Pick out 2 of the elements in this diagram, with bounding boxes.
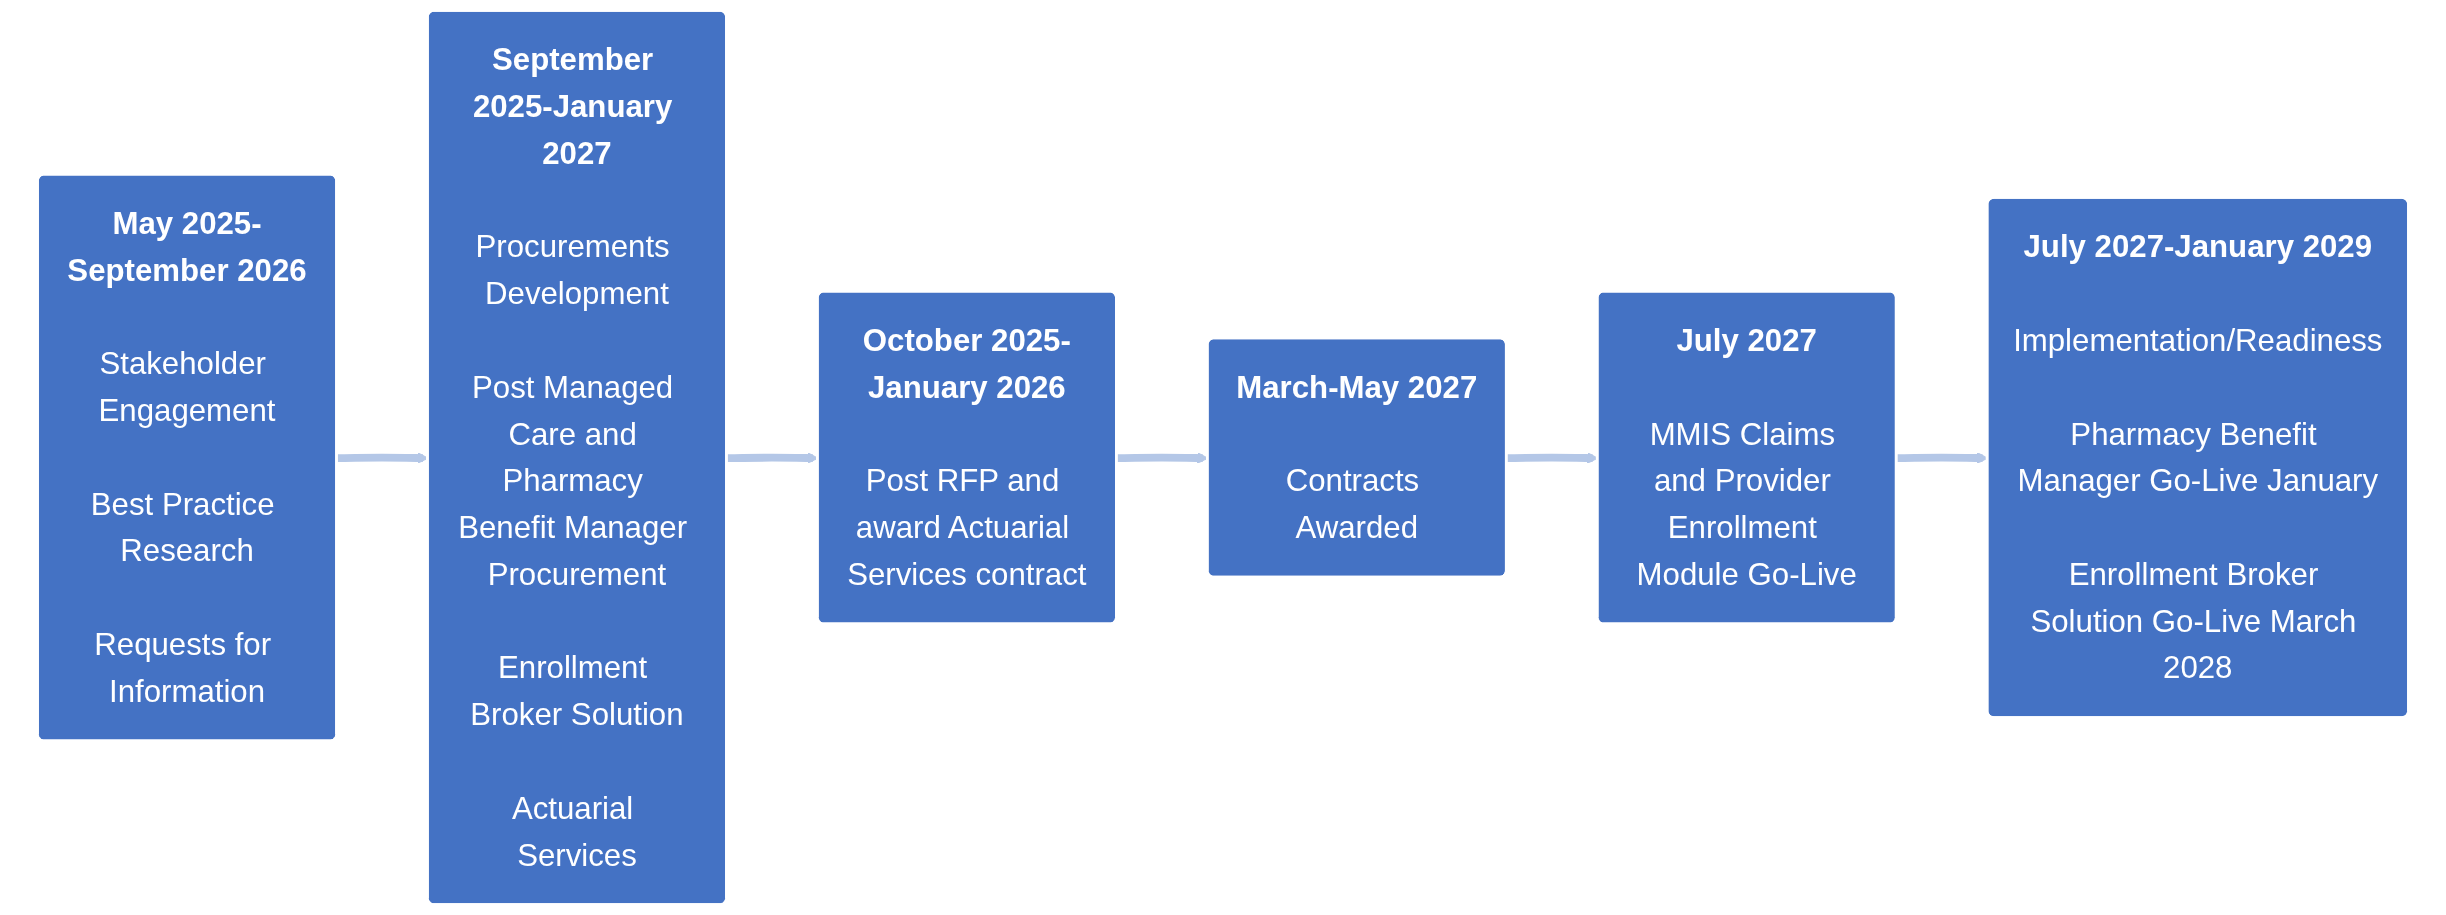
arrow xyxy=(1896,452,1989,464)
arrow xyxy=(1506,452,1599,464)
